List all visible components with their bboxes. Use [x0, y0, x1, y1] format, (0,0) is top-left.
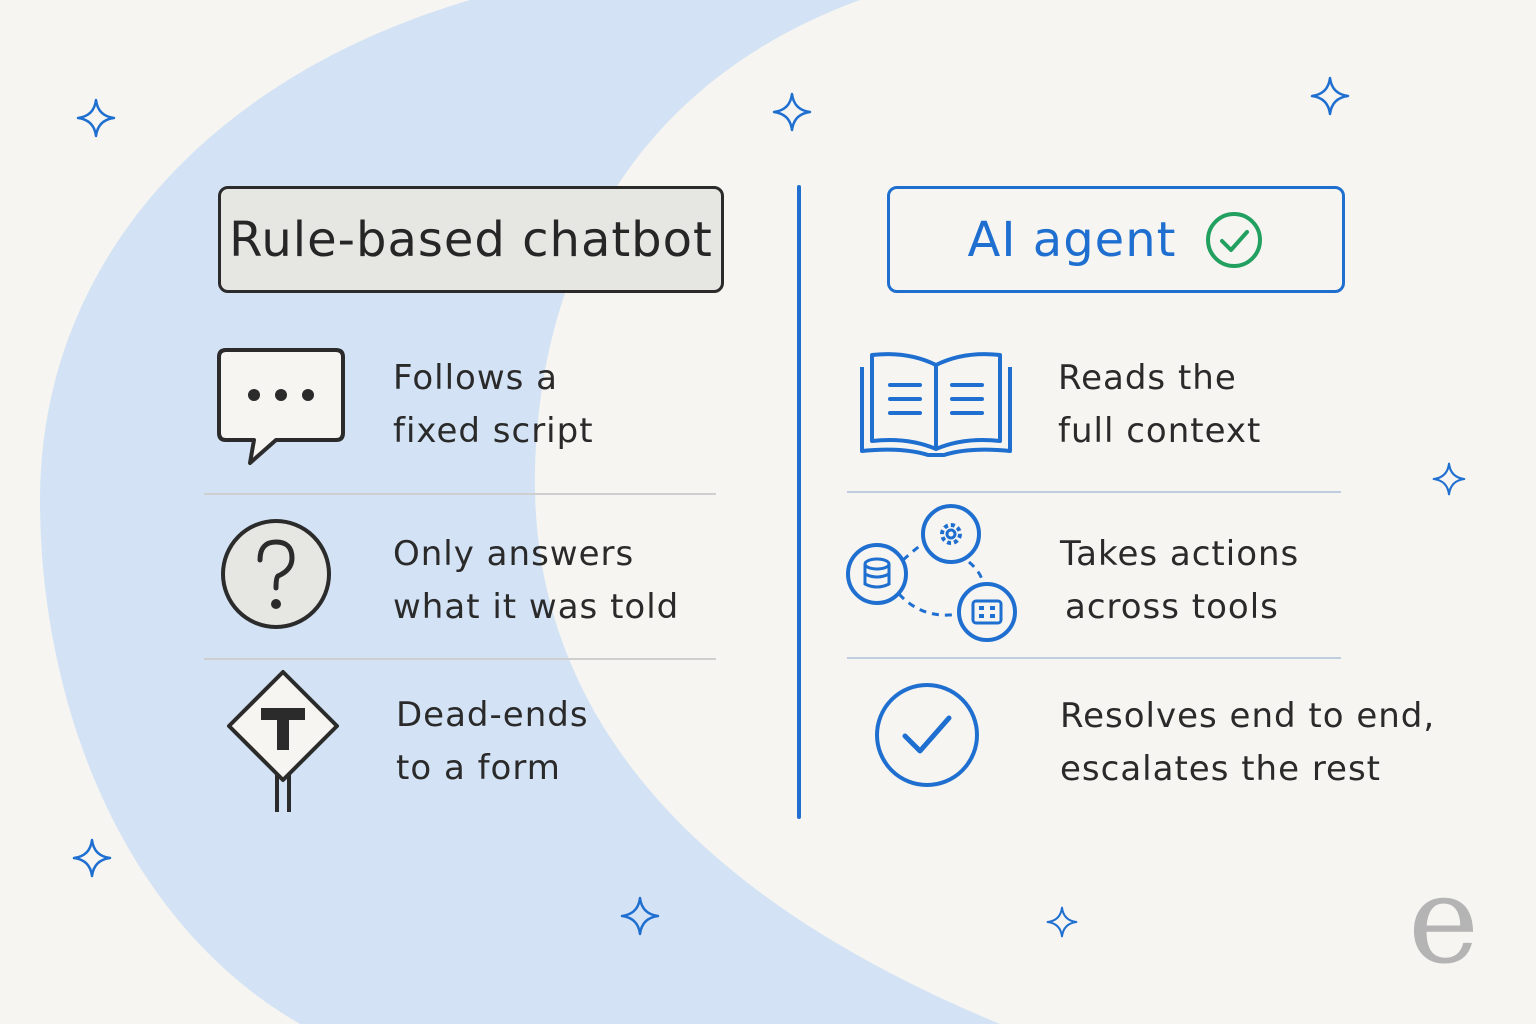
speech-bubble-icon: [217, 348, 345, 465]
header-title: AI agent: [967, 211, 1177, 268]
list-item: Only answers what it was told: [393, 534, 680, 627]
sparkle-icon: [1310, 76, 1350, 116]
check-circle-icon: [875, 683, 979, 787]
open-book-icon: [860, 352, 1012, 457]
sparkle-icon: [620, 896, 660, 936]
sparkle-icon: [72, 838, 112, 878]
row-separator: [847, 491, 1341, 493]
sparkle-icon: [1046, 906, 1078, 938]
sparkle-icon: [76, 98, 116, 138]
column-divider: [797, 185, 801, 819]
list-item: Dead-ends to a form: [396, 695, 589, 788]
ai-agent-header: AI agent: [887, 186, 1345, 293]
dead-end-sign-icon: [227, 670, 339, 812]
sparkle-icon: [1432, 462, 1466, 496]
connected-tools-icon: [846, 504, 1017, 642]
list-item: Reads the full context: [1058, 358, 1262, 451]
brand-logo: e: [1408, 852, 1480, 991]
rule-based-chatbot-header: Rule-based chatbot: [218, 186, 724, 293]
list-item: Follows a fixed script: [393, 358, 594, 451]
row-separator: [847, 657, 1341, 659]
row-separator: [204, 658, 716, 660]
row-separator: [204, 493, 716, 495]
list-item: Takes actions across tools: [1060, 534, 1300, 627]
header-title: Rule-based chatbot: [229, 211, 713, 268]
sparkle-icon: [772, 92, 812, 132]
question-mark-icon: [221, 519, 331, 629]
list-item: Resolves end to end, escalates the rest: [1060, 696, 1436, 789]
check-circle-icon: [1206, 211, 1263, 268]
